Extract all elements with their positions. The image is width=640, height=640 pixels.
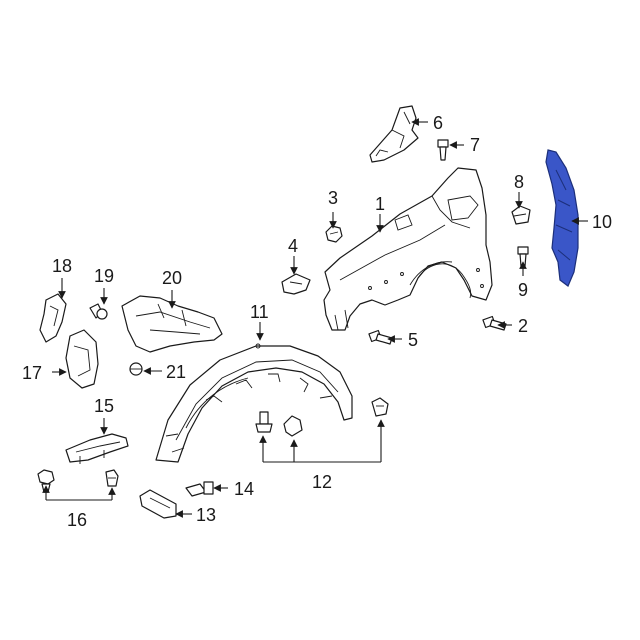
callout-13: 13 [196,505,216,525]
bolt-part-5 [368,329,393,345]
callout-6: 6 [433,113,443,133]
bracket-part-17 [65,329,99,389]
highlighted-part-10 [545,149,579,287]
callout-16: 16 [67,510,87,530]
callout-labels: 1 2 3 4 5 6 7 8 9 10 11 12 13 14 15 16 1… [22,113,612,530]
bracket-part-18 [39,293,67,343]
bolt-part-7 [437,139,449,161]
clip-part-21 [129,362,143,376]
callout-20: 20 [162,268,182,288]
callout-15: 15 [94,396,114,416]
fender-part-1 [323,167,493,331]
callout-5: 5 [408,330,418,350]
wheel-liner-part-11 [155,343,353,463]
shield-part-20 [121,295,223,353]
clip-part-16-right [105,469,119,487]
clip-part-3 [325,225,343,243]
callout-2: 2 [518,316,528,336]
clip-part-19 [89,303,108,320]
fastener-part-12-a [255,411,273,433]
bracket-part-4 [281,273,311,295]
callout-11: 11 [250,302,269,322]
callout-3: 3 [328,188,338,208]
fastener-part-12-c [371,397,389,417]
fastener-part-12-b [283,415,303,437]
bolt-part-14 [185,481,214,497]
callout-7: 7 [470,135,480,155]
callout-19: 19 [94,266,114,286]
callout-8: 8 [514,172,524,192]
bracket-part-6 [369,105,419,163]
callout-4: 4 [288,236,298,256]
callout-1: 1 [375,194,385,214]
callout-10: 10 [592,212,612,232]
callout-12: 12 [312,472,332,492]
callout-21: 21 [166,362,186,382]
leader-lines [42,118,588,518]
callout-14: 14 [234,479,254,499]
callout-9: 9 [518,280,528,300]
bracket-part-13 [139,489,177,519]
callout-18: 18 [52,256,72,276]
bracket-part-15 [65,433,129,464]
bracket-part-8 [511,205,531,225]
bolt-part-2 [482,315,507,331]
callout-17: 17 [22,363,42,383]
